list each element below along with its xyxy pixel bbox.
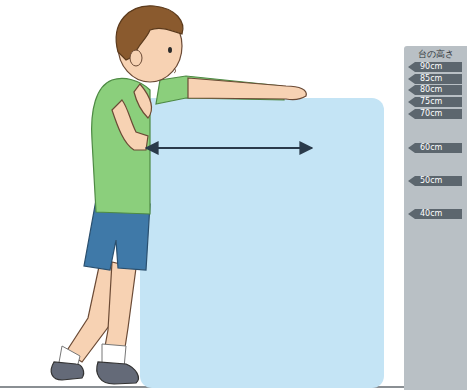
height-marker: 85cm [408, 74, 462, 84]
scale-title: 台の高さ [404, 48, 467, 61]
reach-arrow [146, 147, 312, 149]
marker-outline [408, 209, 462, 219]
height-value: 50cm [420, 176, 460, 186]
height-value: 70cm [420, 109, 460, 119]
marker-outline [408, 97, 462, 107]
mouth [174, 68, 176, 73]
height-marker: 70cm [408, 109, 462, 119]
marker-outline [408, 62, 462, 72]
height-value: 75cm [420, 97, 460, 107]
height-marker: 60cm [408, 143, 462, 153]
marker-outline [408, 85, 462, 95]
height-value: 80cm [420, 85, 460, 95]
marker-outline [408, 109, 462, 119]
hand-near-chin [134, 84, 152, 118]
height-value: 40cm [420, 209, 460, 219]
height-marker: 40cm [408, 209, 462, 219]
marker-outline [408, 74, 462, 84]
platform-box [140, 98, 384, 388]
extended-arm [188, 78, 306, 100]
height-value: 85cm [420, 74, 460, 84]
height-marker: 80cm [408, 85, 462, 95]
marker-outline [408, 143, 462, 153]
height-value: 60cm [420, 143, 460, 153]
marker-outline [408, 176, 462, 186]
height-marker: 75cm [408, 97, 462, 107]
height-scale-panel: 台の高さ90cm 85cm80cm 75cm 70cm 60cm 50cm 40cm [404, 46, 467, 390]
back-shoe [51, 362, 83, 380]
height-value: 90cm [420, 62, 460, 72]
front-shoe [97, 362, 139, 384]
ear [130, 50, 142, 66]
eye [168, 47, 172, 53]
front-leg [104, 262, 136, 354]
hair [116, 6, 183, 60]
height-marker: 50cm [408, 176, 462, 186]
height-marker: 90cm [408, 62, 462, 72]
